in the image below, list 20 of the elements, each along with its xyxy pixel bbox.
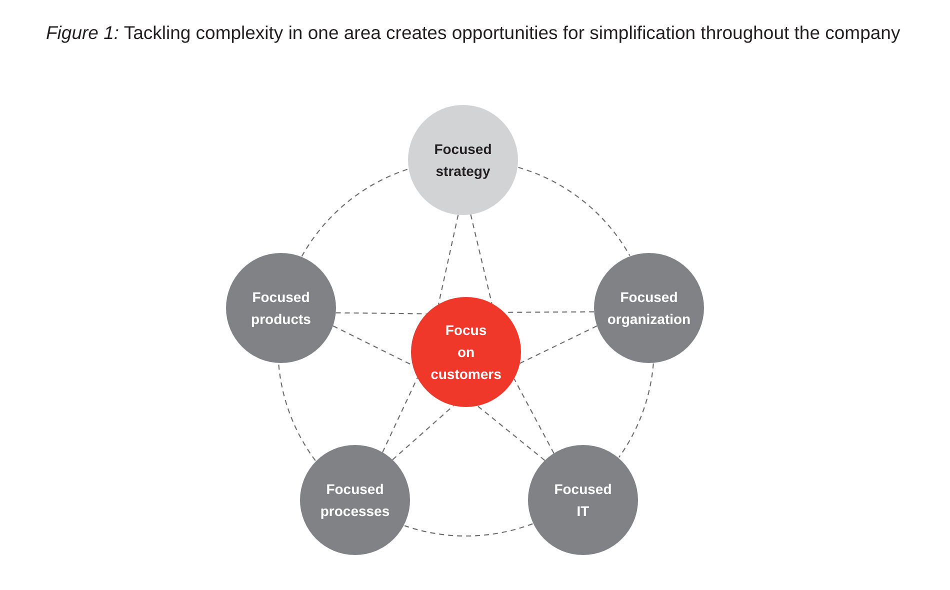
dashed-connector xyxy=(470,214,492,304)
dashed-connector xyxy=(477,405,546,461)
node-label: Focused products xyxy=(250,288,312,329)
figure-title: Figure 1: Tackling complexity in one area creates opportunities for simplification throughout the company xyxy=(46,21,900,45)
dashed-connector xyxy=(438,214,459,305)
dashed-connector xyxy=(332,325,413,366)
dashed-connector xyxy=(520,325,598,364)
dashed-connector xyxy=(514,378,554,454)
node-label: Focused processes xyxy=(319,480,391,521)
node-label: Focused IT xyxy=(553,480,613,521)
dashed-connector xyxy=(301,168,408,257)
dashed-connector xyxy=(278,364,316,461)
dashed-connector xyxy=(618,363,654,458)
dashed-connector xyxy=(336,312,426,314)
node-label: Focused organization xyxy=(606,288,692,329)
dashed-connector xyxy=(382,378,418,453)
node-label: Focused strategy xyxy=(433,140,493,181)
dashed-connector xyxy=(518,166,630,256)
dashed-connector xyxy=(404,523,533,537)
node-label: Focus on customers xyxy=(430,321,502,384)
